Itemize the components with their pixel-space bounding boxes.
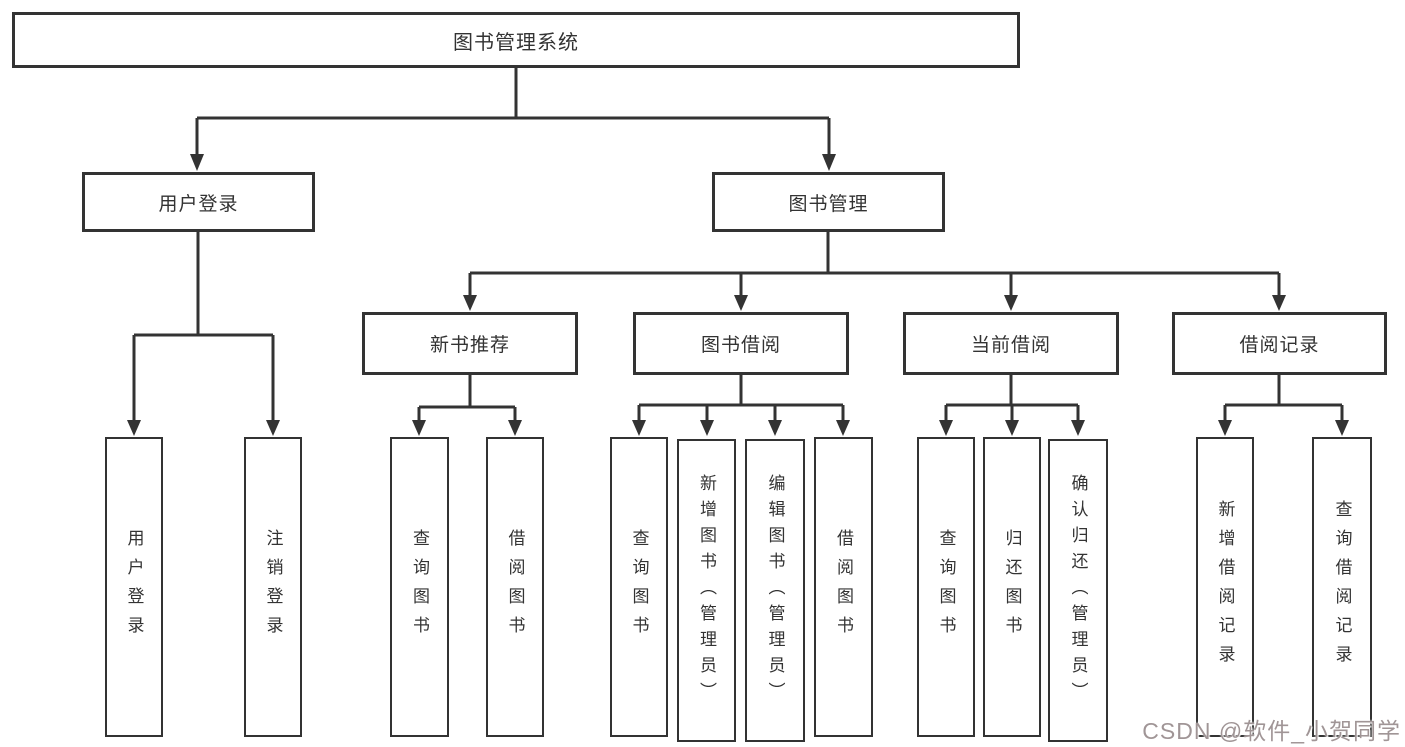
- leaf-logout-label: 注销登录: [263, 529, 283, 645]
- node-new-book-recommend-label: 新书推荐: [429, 335, 510, 356]
- node-book-borrow: 图书借阅: [633, 312, 849, 375]
- leaf-borrow-book-1-label: 借阅图书: [505, 529, 525, 645]
- node-borrow-records: 借阅记录: [1172, 312, 1387, 375]
- connector-paths: [132, 68, 1344, 421]
- leaf-query-book-2-label: 查询图书: [629, 529, 649, 645]
- leaf-add-borrow-record-label: 新增借阅记录: [1215, 500, 1235, 674]
- node-current-borrow-label: 当前借阅: [970, 335, 1051, 356]
- leaf-add-borrow-record: 新增借阅记录: [1196, 437, 1254, 737]
- leaf-query-book-3-label: 查询图书: [936, 529, 956, 645]
- leaf-query-borrow-record: 查询借阅记录: [1312, 437, 1372, 737]
- leaf-query-borrow-record-label: 查询借阅记录: [1332, 500, 1352, 674]
- node-book-borrow-label: 图书借阅: [700, 335, 781, 356]
- node-book-mgmt: 图书管理: [712, 172, 945, 232]
- leaf-user-login-label: 用户登录: [124, 529, 144, 645]
- arrowheads: [127, 154, 1349, 436]
- leaf-confirm-return-admin-label: 确认归还（管理员）: [1068, 473, 1088, 708]
- node-borrow-records-label: 借阅记录: [1239, 335, 1320, 356]
- leaf-query-book-1-label: 查询图书: [410, 529, 429, 645]
- leaf-borrow-book-1: 借阅图书: [486, 437, 544, 737]
- leaf-query-book-2: 查询图书: [610, 437, 668, 737]
- csdn-watermark: CSDN @软件_小贺同学: [1142, 718, 1401, 744]
- node-user-login-label: 用户登录: [158, 193, 239, 215]
- node-new-book-recommend: 新书推荐: [362, 312, 578, 375]
- leaf-edit-book-admin: 编辑图书（管理员）: [745, 439, 805, 742]
- leaf-return-book: 归还图书: [983, 437, 1041, 737]
- leaf-user-login: 用户登录: [105, 437, 163, 737]
- node-user-login: 用户登录: [82, 172, 315, 232]
- node-root: 图书管理系统: [12, 12, 1020, 68]
- leaf-return-book-label: 归还图书: [1002, 529, 1022, 645]
- node-current-borrow: 当前借阅: [903, 312, 1119, 375]
- node-book-mgmt-label: 图书管理: [788, 193, 869, 215]
- leaf-query-book-3: 查询图书: [917, 437, 975, 737]
- leaf-query-book-1: 查询图书: [390, 437, 449, 737]
- leaf-confirm-return-admin: 确认归还（管理员）: [1048, 439, 1108, 742]
- node-root-label: 图书管理系统: [453, 31, 579, 54]
- leaf-logout: 注销登录: [244, 437, 302, 737]
- leaf-borrow-book-2-label: 借阅图书: [834, 529, 853, 645]
- leaf-borrow-book-2: 借阅图书: [814, 437, 873, 737]
- leaf-edit-book-admin-label: 编辑图书（管理员）: [765, 473, 785, 708]
- leaf-add-book-admin-label: 新增图书（管理员）: [697, 473, 716, 708]
- leaf-add-book-admin: 新增图书（管理员）: [677, 439, 736, 742]
